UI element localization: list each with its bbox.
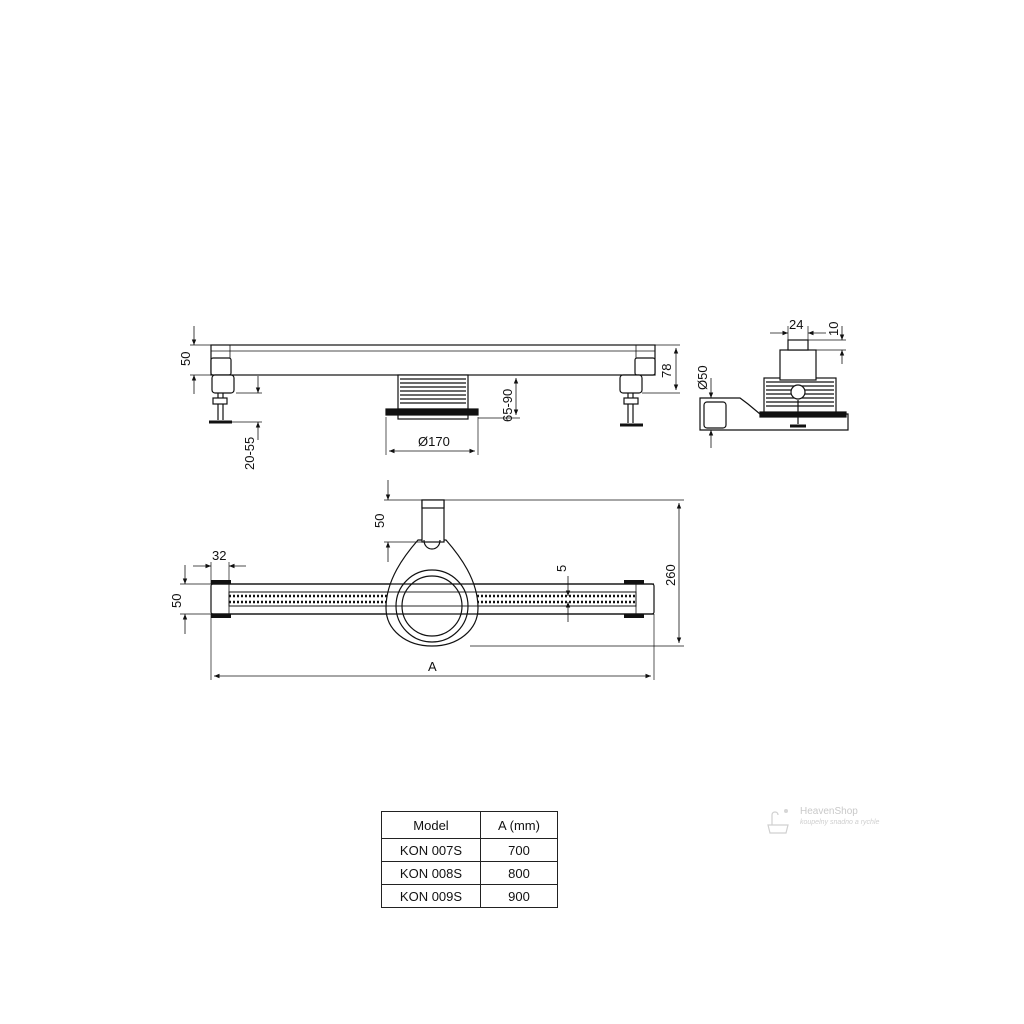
model-table: Model A (mm) KON 007S 700 KON 008S 800 K…: [381, 811, 558, 908]
top-dim-depth: 260: [663, 564, 678, 586]
table-row: KON 008S 800: [381, 861, 558, 885]
side-dim-total-height: 78: [659, 364, 674, 378]
side-dim-feet: 20-55: [242, 437, 257, 470]
watermark-logo-icon: [767, 809, 789, 834]
right-leveling-foot: [619, 374, 643, 427]
table-header-row: Model A (mm): [381, 811, 558, 839]
table-cell-a: 800: [480, 861, 558, 885]
table-header-model: Model: [381, 811, 481, 839]
watermark-tagline: koupelny snadno a rychle: [800, 819, 880, 826]
table-cell-a: 900: [480, 884, 558, 908]
top-dim-slot: 5: [554, 565, 569, 572]
side-dim-outlet-diameter: Ø170: [418, 434, 450, 449]
side-dim-outlet-height: 65-90: [500, 389, 515, 422]
table-header-a: A (mm): [480, 811, 558, 839]
top-dim-pipe-length: 50: [372, 514, 387, 528]
channel-body: [210, 344, 656, 376]
table-cell-model: KON 007S: [381, 838, 481, 862]
section-dim-pipe: Ø50: [695, 365, 710, 390]
section-dim-width: 24: [789, 317, 803, 332]
section-dim-top: 10: [826, 322, 841, 336]
table-cell-a: 700: [480, 838, 558, 862]
side-view: [190, 326, 680, 455]
watermark-brand: HeavenShop: [800, 806, 858, 817]
outlet-ring: [385, 539, 479, 647]
top-dim-width: 50: [169, 594, 184, 608]
side-dim-height: 50: [178, 352, 193, 366]
table-cell-model: KON 008S: [381, 861, 481, 885]
table-row: KON 009S 900: [381, 884, 558, 908]
top-dim-end: 32: [212, 548, 226, 563]
side-outlet: [385, 374, 479, 420]
table-cell-model: KON 009S: [381, 884, 481, 908]
left-leveling-foot: [209, 374, 235, 424]
section-view: [699, 326, 849, 448]
top-view: [180, 480, 684, 680]
top-dim-length: A: [428, 659, 437, 674]
table-row: KON 007S 700: [381, 838, 558, 862]
